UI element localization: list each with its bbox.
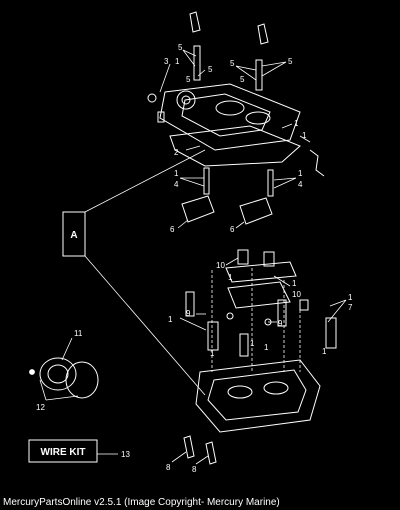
callout-5c: 5	[208, 65, 213, 74]
hanger-right	[263, 251, 275, 267]
choke-thermostat-group	[29, 337, 99, 401]
callout-9a: 9	[186, 309, 191, 318]
lower-parts	[183, 249, 337, 465]
middle-parts	[177, 167, 297, 229]
cover-screw	[29, 369, 35, 375]
image-copyright-caption: MercuryPartsOnline v2.5.1 (Image Copyrig…	[3, 497, 280, 508]
callout-3: 3	[164, 57, 169, 66]
float-left	[181, 195, 215, 223]
callout-8b: 8	[192, 465, 197, 474]
float-right	[239, 197, 273, 225]
wire-kit-label: WIRE KIT	[41, 447, 86, 458]
idle-tube	[325, 317, 337, 349]
thermostat-cover	[39, 357, 77, 391]
thermostat-gasket	[65, 361, 99, 399]
thermostat-cover-center	[47, 364, 69, 384]
callout-1e: 1	[298, 169, 303, 178]
screw-stack-left	[193, 45, 201, 81]
wire-kit-box	[28, 439, 98, 463]
callout-1l: 1	[264, 343, 269, 352]
callout-5a: 5	[178, 43, 183, 52]
callout-1i: 1	[168, 315, 173, 324]
bottom-screw-left	[183, 435, 195, 459]
wire-kit-callout: WIRE KIT	[28, 439, 118, 463]
primary-jet	[207, 321, 219, 351]
projection-line-upper	[84, 149, 206, 213]
callout-10a: 10	[216, 261, 225, 270]
callout-13: 13	[121, 450, 130, 459]
callout-6b: 6	[230, 225, 235, 234]
air-horn-gasket	[169, 125, 301, 167]
projection-line-lower	[84, 255, 206, 396]
screw-stack-right	[255, 59, 263, 91]
pump-rod	[309, 149, 325, 177]
callout-4b: 4	[298, 180, 303, 189]
power-piston-plate	[227, 281, 291, 309]
secondary-jet	[239, 333, 249, 357]
callout-6a: 6	[170, 225, 175, 234]
callout-5d: 5	[288, 57, 293, 66]
main-bore-left	[227, 385, 253, 399]
needle-left	[203, 167, 210, 195]
callout-1b: 1	[294, 119, 299, 128]
air-horn-assembly	[147, 11, 325, 177]
callout-11: 11	[74, 329, 83, 338]
check-ball-left	[226, 312, 234, 320]
needle-right	[267, 169, 274, 197]
top-leaders	[159, 49, 311, 151]
lower-leaders	[171, 257, 347, 465]
choke-housing-center	[181, 95, 191, 105]
callout-1k: 1	[322, 347, 327, 356]
bottom-screw-right	[205, 441, 217, 465]
air-horn-bore-right	[245, 111, 271, 125]
callout-1d: 1	[174, 169, 179, 178]
callout-5e: 5	[186, 75, 191, 84]
choke-housing	[176, 90, 196, 110]
section-a-label: A	[70, 230, 77, 241]
callout-12: 12	[36, 403, 45, 412]
small-screw	[157, 111, 165, 123]
callout-1c: 1	[302, 131, 307, 140]
vent-rod-right	[257, 23, 269, 45]
section-a-box	[62, 211, 86, 257]
main-body	[195, 359, 321, 433]
hanger-left	[237, 249, 249, 265]
callout-2: 2	[174, 148, 179, 157]
callout-9b: 9	[278, 319, 283, 328]
vent-rod-left	[189, 11, 201, 33]
main-body-inner	[207, 369, 307, 421]
callout-7: 7	[348, 303, 353, 312]
callout-4a: 4	[174, 180, 179, 189]
hanger-bar	[225, 261, 297, 283]
callout-1j: 1	[250, 339, 255, 348]
pump-plunger-right	[277, 299, 287, 327]
pump-plunger-left	[185, 291, 195, 317]
air-horn-inner	[181, 93, 271, 137]
callout-1m: 1	[210, 349, 215, 358]
washer	[147, 93, 157, 103]
callout-5f: 5	[240, 75, 245, 84]
callout-5b: 5	[230, 59, 235, 68]
section-a-callout: A	[62, 149, 206, 396]
callout-10b: 10	[292, 290, 301, 299]
callout-1h: 1	[348, 293, 353, 302]
air-horn-body	[159, 83, 301, 151]
callout-1a: 1	[175, 57, 180, 66]
callout-8a: 8	[166, 463, 171, 472]
callout-1f: 1	[228, 273, 233, 282]
air-horn-bore-left	[215, 100, 245, 116]
callout-1g: 1	[292, 279, 297, 288]
main-bore-right	[263, 381, 289, 395]
jet	[299, 299, 309, 311]
callout-numbers: 5 5 5 5 5 5 3 1 1 1 2 1 4 1 4 6 6 10 1 1…	[36, 43, 353, 474]
